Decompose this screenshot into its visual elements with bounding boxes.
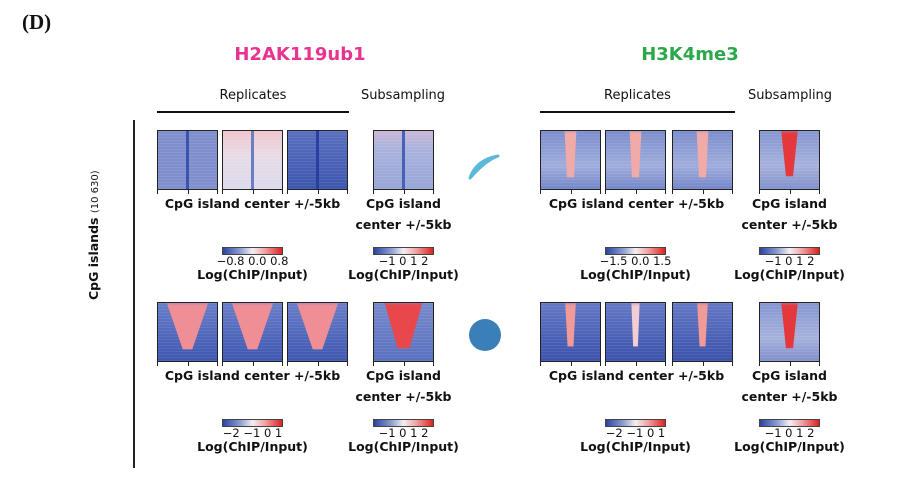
heatmap-left-row1-subsampling: [373, 130, 434, 190]
heatmap-left-row2-replicate-2: [222, 302, 283, 362]
y-axis-bracket: [133, 120, 135, 468]
subsampling-axis-label-line1: CpG island: [365, 368, 442, 383]
colorbar-right-row1-sub: [759, 247, 820, 255]
replicates-axis-label: CpG island center +/-5kb: [164, 368, 341, 383]
heatmap-left-row2-replicate-1: [157, 302, 218, 362]
title-h2ak119ub1: H2AK119ub1: [234, 44, 366, 65]
x-axis-ticks: [157, 190, 218, 194]
replicates-axis-label: CpG island center +/-5kb: [164, 196, 341, 211]
colorbar-label: Log(ChIP/Input): [197, 267, 308, 282]
x-axis-ticks: [222, 362, 283, 366]
heatmap-right-row1-replicate-3: [672, 130, 733, 190]
x-axis-ticks: [605, 190, 666, 194]
colorbar-ticks: −1 0 1 2: [378, 254, 429, 268]
heatmap-right-row1-subsampling: [759, 130, 820, 190]
colorbar-label: Log(ChIP/Input): [348, 439, 459, 454]
colorbar-label: Log(ChIP/Input): [580, 439, 691, 454]
colorbar-left-row2-rep: [222, 419, 283, 427]
colorbar-ticks: −1 0 1 2: [764, 426, 815, 440]
colorbar-left-row1-rep: [222, 247, 283, 255]
replicates-rule-left: [157, 111, 349, 113]
subsampling-axis-label-line2: center +/-5kb: [741, 389, 838, 404]
colorbar-ticks: −2 −1 0 1: [605, 426, 666, 440]
subsampling-heading-right: Subsampling: [747, 88, 833, 103]
subsampling-axis-label-line1: CpG island: [751, 368, 828, 383]
x-axis-ticks: [759, 190, 820, 194]
title-h3k4me3: H3K4me3: [641, 44, 739, 65]
colorbar-left-row2-sub: [373, 419, 434, 427]
replicates-rule-right: [540, 111, 735, 113]
subsampling-axis-label-line2: center +/-5kb: [355, 217, 452, 232]
x-axis-ticks: [672, 190, 733, 194]
crescent-icon: [468, 154, 500, 180]
heatmap-left-row1-replicate-1: [157, 130, 218, 190]
x-axis-ticks: [605, 362, 666, 366]
heatmap-left-row2-replicate-3: [287, 302, 348, 362]
x-axis-ticks: [373, 362, 434, 366]
colorbar-ticks: −1.5 0.0 1.5: [599, 254, 672, 268]
x-axis-ticks: [540, 190, 601, 194]
subsampling-axis-label-line2: center +/-5kb: [355, 389, 452, 404]
subsampling-heading-left: Subsampling: [360, 88, 446, 103]
heatmap-left-row1-replicate-3: [287, 130, 348, 190]
heatmap-right-row1-replicate-2: [605, 130, 666, 190]
heatmap-left-row2-subsampling: [373, 302, 434, 362]
x-axis-ticks: [157, 362, 218, 366]
colorbar-ticks: −1 0 1 2: [378, 426, 429, 440]
x-axis-ticks: [672, 362, 733, 366]
colorbar-right-row1-rep: [605, 247, 666, 255]
colorbar-ticks: −2 −1 0 1: [222, 426, 283, 440]
subsampling-axis-label-line1: CpG island: [365, 196, 442, 211]
replicates-heading-left: Replicates: [219, 88, 287, 103]
colorbar-label: Log(ChIP/Input): [734, 439, 845, 454]
x-axis-ticks: [287, 190, 348, 194]
colorbar-right-row2-sub: [759, 419, 820, 427]
colorbar-label: Log(ChIP/Input): [197, 439, 308, 454]
replicates-axis-label: CpG island center +/-5kb: [548, 196, 725, 211]
replicates-heading-right: Replicates: [604, 88, 671, 103]
x-axis-ticks: [287, 362, 348, 366]
subsampling-axis-label-line1: CpG island: [751, 196, 828, 211]
x-axis-ticks: [759, 362, 820, 366]
colorbar-label: Log(ChIP/Input): [580, 267, 691, 282]
replicates-axis-label: CpG island center +/-5kb: [548, 368, 725, 383]
heatmap-right-row2-replicate-1: [540, 302, 601, 362]
heatmap-right-row2-replicate-2: [605, 302, 666, 362]
x-axis-ticks: [373, 190, 434, 194]
colorbar-label: Log(ChIP/Input): [348, 267, 459, 282]
x-axis-ticks: [540, 362, 601, 366]
panel-label: (D): [22, 10, 52, 34]
colorbar-right-row2-rep: [605, 419, 666, 427]
heatmap-right-row2-subsampling: [759, 302, 820, 362]
colorbar-label: Log(ChIP/Input): [734, 267, 845, 282]
colorbar-left-row1-sub: [373, 247, 434, 255]
x-axis-ticks: [222, 190, 283, 194]
colorbar-ticks: −0.8 0.0 0.8: [216, 254, 289, 268]
subsampling-axis-label-line2: center +/-5kb: [741, 217, 838, 232]
heatmap-right-row2-replicate-3: [672, 302, 733, 362]
circle-icon: [469, 319, 501, 351]
heatmap-left-row1-replicate-2: [222, 130, 283, 190]
colorbar-ticks: −1 0 1 2: [764, 254, 815, 268]
y-axis-label: CpG islands (10 630): [86, 170, 101, 300]
heatmap-right-row1-replicate-1: [540, 130, 601, 190]
